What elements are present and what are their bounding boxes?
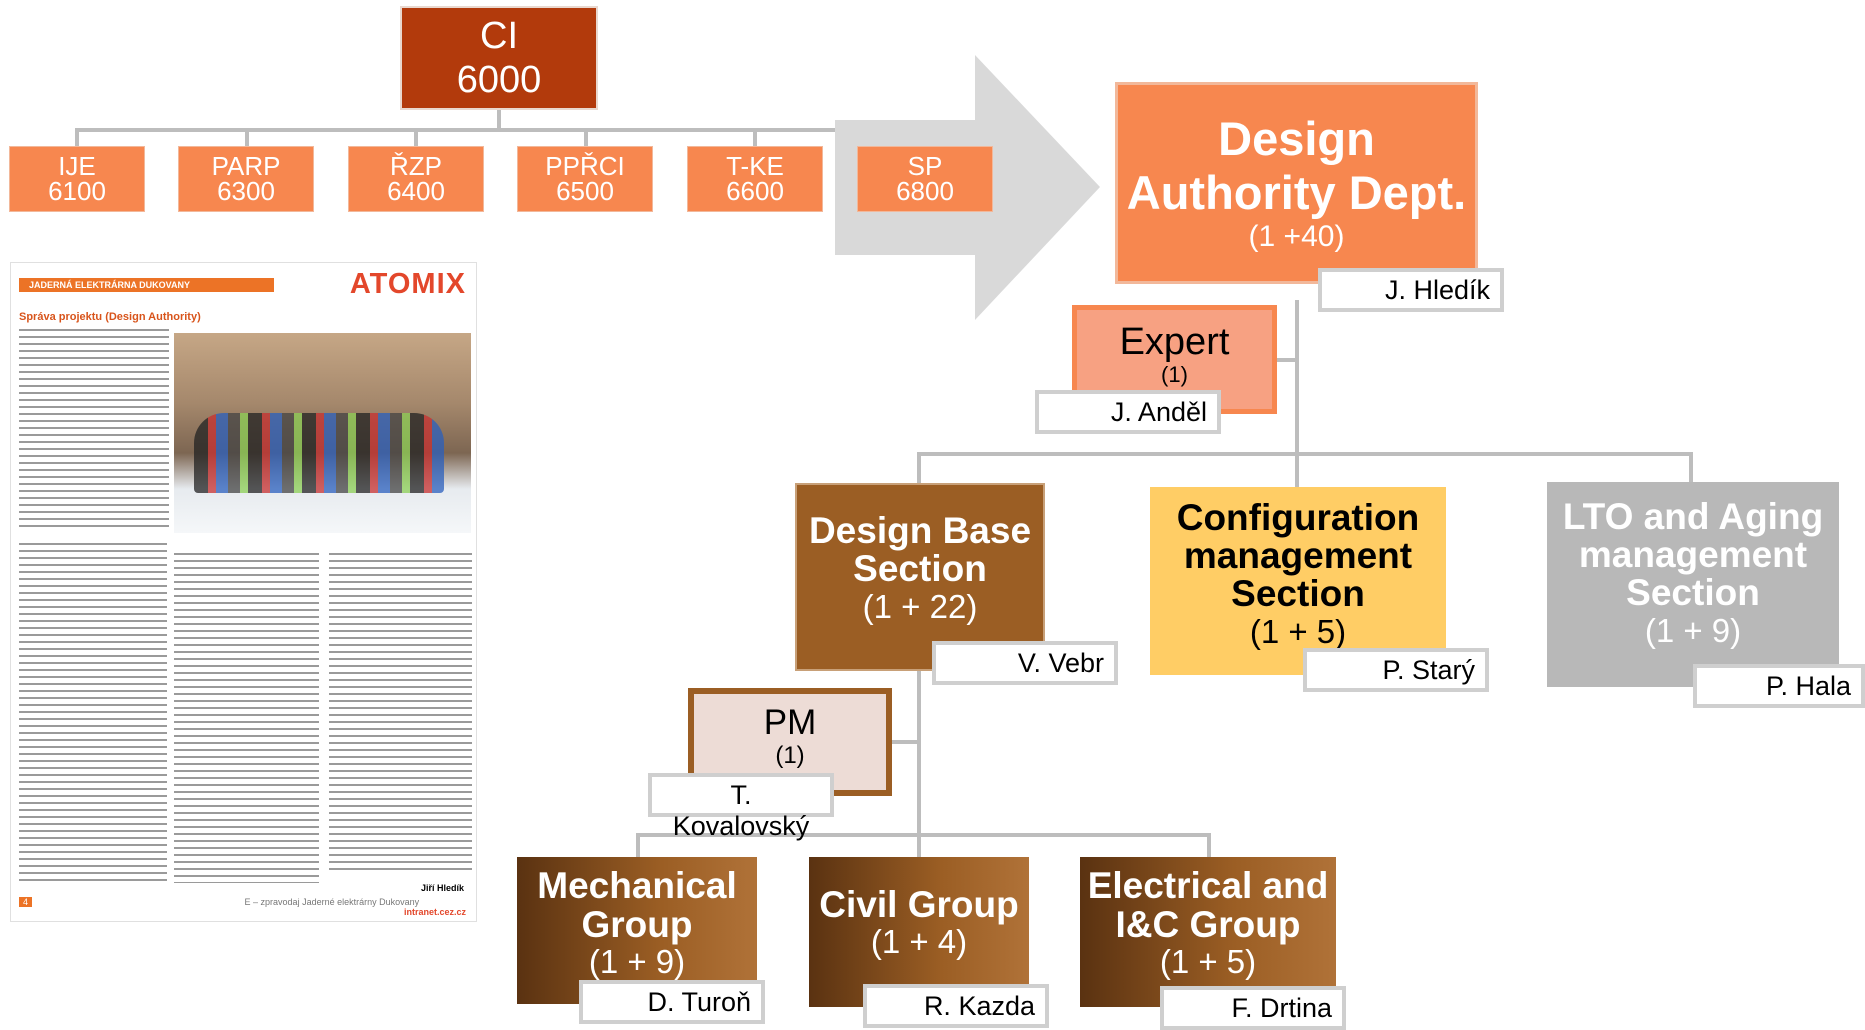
section-count: (1 + 9) xyxy=(1644,612,1742,649)
civil-group-box: Civil Group (1 + 4) xyxy=(809,857,1029,1007)
group-title: Electrical and I&C Group xyxy=(1087,865,1329,945)
unit-connector xyxy=(584,128,588,146)
article-text-column xyxy=(174,553,319,883)
group-head-label: R. Kazda xyxy=(863,984,1049,1028)
unit-connector xyxy=(414,128,418,146)
section-head-label: P. Hala xyxy=(1693,664,1865,708)
team-people xyxy=(194,413,444,493)
section-count: (1 + 22) xyxy=(862,588,978,625)
unit-name: T-KE xyxy=(726,151,784,181)
unit-name: ŘZP xyxy=(390,151,442,181)
group-title: Mechanical Group xyxy=(537,865,737,945)
unit-box: ŘZP 6400 xyxy=(348,146,484,212)
unit-code: 6400 xyxy=(387,176,445,206)
section-title: LTO and Aging management Section xyxy=(1562,496,1824,613)
article-footer: 4 E – zpravodaj Jaderné elektrárny Dukov… xyxy=(19,897,466,917)
pm-title: PM xyxy=(763,703,817,742)
newsletter-article: JADERNÁ ELEKTRÁRNA DUKOVANY ATOMIX Správ… xyxy=(10,262,477,922)
dept-head-label: J. Hledík xyxy=(1318,268,1504,312)
section-title: Configuration management Section xyxy=(1176,497,1420,614)
group-count: (1 + 5) xyxy=(1159,943,1257,980)
group-count: (1 + 9) xyxy=(588,943,686,980)
dept-trunk xyxy=(1295,300,1299,455)
group-connector xyxy=(917,818,921,857)
unit-code: 6300 xyxy=(217,176,275,206)
dept-title: Design Authority Dept. xyxy=(1126,112,1467,219)
configuration-management-section-box: Configuration management Section (1 + 5) xyxy=(1150,487,1446,675)
unit-code: 6800 xyxy=(896,176,954,206)
article-text-column xyxy=(329,553,472,873)
unit-box: PARP 6300 xyxy=(178,146,314,212)
ci-box: CI 6000 xyxy=(400,6,598,110)
page-number: 4 xyxy=(19,897,33,907)
article-author: Jiří Hledík xyxy=(420,883,464,893)
unit-name: PARP xyxy=(211,151,281,181)
section-connector xyxy=(1295,452,1299,487)
unit-box: PPŘCI 6500 xyxy=(517,146,653,212)
ci-name: CI xyxy=(480,15,518,57)
unit-box: SP 6800 xyxy=(857,146,993,212)
section-title: Design Base Section xyxy=(808,510,1032,589)
footer-text: E – zpravodaj Jaderné elektrárny Dukovan… xyxy=(244,897,420,907)
unit-name: SP xyxy=(907,151,943,181)
article-text-column xyxy=(19,543,167,883)
unit-code: 6500 xyxy=(556,176,614,206)
footer-site: intranet.cez.cz xyxy=(403,907,466,917)
design-base-section-box: Design Base Section (1 + 22) xyxy=(795,483,1045,671)
group-count: (1 + 4) xyxy=(870,923,968,960)
team-photo xyxy=(174,333,471,533)
group-connector xyxy=(636,833,640,857)
design-authority-dept-box: Design Authority Dept. (1 +40) xyxy=(1115,82,1478,284)
mechanical-group-box: Mechanical Group (1 + 9) xyxy=(517,857,757,1004)
pm-count: (1) xyxy=(775,742,805,769)
lto-aging-section-box: LTO and Aging management Section (1 + 9) xyxy=(1547,482,1839,687)
article-header: JADERNÁ ELEKTRÁRNA DUKOVANY xyxy=(19,278,274,292)
unit-connector xyxy=(245,128,249,146)
unit-box: IJE 6100 xyxy=(9,146,145,212)
unit-connector xyxy=(75,128,79,146)
electrical-ic-group-box: Electrical and I&C Group (1 + 5) xyxy=(1080,857,1336,1007)
pm-connector xyxy=(892,740,919,744)
ci-connector xyxy=(497,110,501,132)
section-head-label: P. Starý xyxy=(1303,648,1489,692)
group-head-label: F. Drtina xyxy=(1160,986,1346,1030)
unit-box: T-KE 6600 xyxy=(687,146,823,212)
expert-head-label: J. Anděl xyxy=(1035,390,1221,434)
unit-connector xyxy=(753,128,757,146)
unit-code: 6100 xyxy=(48,176,106,206)
pm-head-label: T. Kovalovský xyxy=(648,773,834,841)
section-connector xyxy=(917,452,921,483)
dbs-trunk xyxy=(917,671,921,821)
units-bus xyxy=(75,128,929,132)
expert-title: Expert xyxy=(1119,321,1230,363)
ci-code: 6000 xyxy=(456,59,542,101)
unit-name: IJE xyxy=(58,151,96,181)
article-text-column xyxy=(19,329,169,529)
group-head-label: D. Turoň xyxy=(579,980,765,1024)
section-count: (1 + 5) xyxy=(1249,613,1347,650)
article-title: Správa projektu (Design Authority) xyxy=(19,311,201,323)
section-head-label: V. Vebr xyxy=(932,641,1118,685)
group-connector xyxy=(1207,833,1211,857)
section-connector xyxy=(1689,452,1693,482)
atomix-logo: ATOMIX xyxy=(349,268,466,300)
unit-name: PPŘCI xyxy=(545,151,625,181)
sections-bus xyxy=(917,452,1693,456)
group-title: Civil Group xyxy=(819,884,1019,925)
groups-bus xyxy=(636,833,1211,837)
dept-count: (1 +40) xyxy=(1248,220,1345,253)
expert-connector xyxy=(1277,358,1297,362)
expert-count: (1) xyxy=(1161,362,1188,387)
unit-code: 6600 xyxy=(726,176,784,206)
